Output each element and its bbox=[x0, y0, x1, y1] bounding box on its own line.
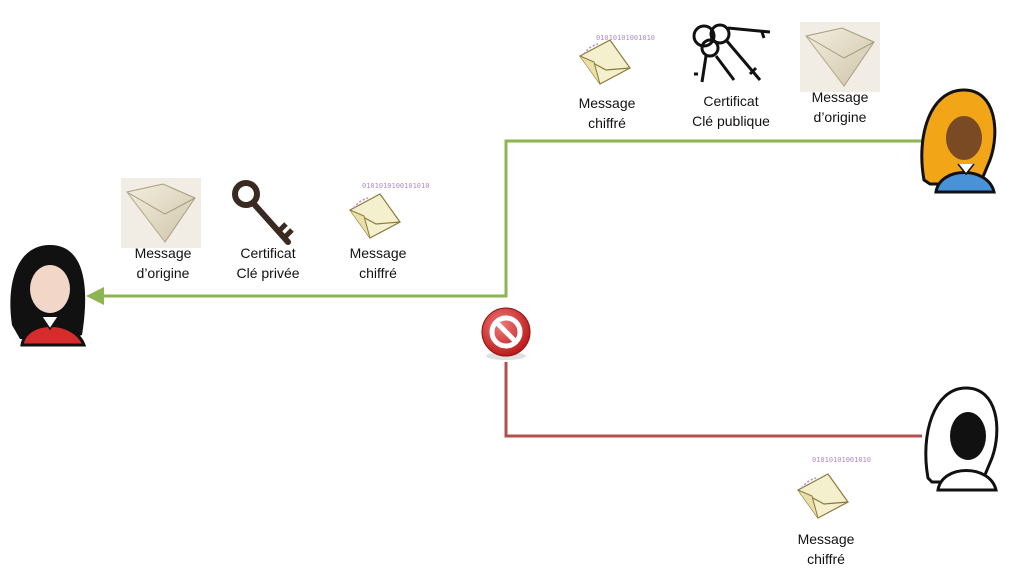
svg-text:0101010100101010: 0101010100101010 bbox=[362, 182, 429, 190]
label-line: Message bbox=[811, 89, 869, 105]
label-line: Message bbox=[578, 95, 636, 111]
recipient-encrypted-message-label: Message chiffré bbox=[350, 243, 407, 283]
recipient-encrypted-envelope-icon: 0101010100101010 bbox=[349, 182, 429, 239]
recipient-avatar-icon bbox=[10, 245, 87, 347]
recipient-open-envelope-icon bbox=[120, 177, 202, 249]
recipient-certificate-label: Certificat Clé privée bbox=[236, 243, 299, 283]
sender-encrypted-message-label: Message chiffré bbox=[579, 93, 636, 133]
sender-open-envelope-icon bbox=[799, 21, 881, 93]
single-key-icon bbox=[232, 180, 294, 245]
label-line: Clé privée bbox=[236, 265, 300, 281]
label-line: Certificat bbox=[703, 93, 759, 109]
svg-text:01010101001010: 01010101001010 bbox=[596, 34, 655, 42]
svg-text:01010101001010: 01010101001010 bbox=[812, 456, 871, 464]
label-line: chiffré bbox=[359, 265, 397, 281]
sender-encrypted-envelope-icon: 01010101001010 bbox=[579, 34, 655, 85]
label-line: Message bbox=[797, 531, 855, 547]
label-line: Message bbox=[349, 245, 407, 261]
label-line: d’origine bbox=[136, 265, 190, 281]
label-line: Message bbox=[134, 245, 192, 261]
label-line: Certificat bbox=[240, 245, 296, 261]
sender-original-message-label: Message d’origine bbox=[812, 87, 869, 127]
intruder-encrypted-message-label: Message chiffré bbox=[798, 529, 855, 569]
rejected-path bbox=[504, 362, 922, 438]
label-line: d’origine bbox=[813, 109, 867, 125]
accepted-path bbox=[86, 139, 922, 305]
intruder-avatar-outline-icon bbox=[924, 386, 999, 492]
label-line: chiffré bbox=[807, 551, 845, 567]
label-line: chiffré bbox=[588, 115, 626, 131]
intruder-encrypted-envelope-icon: 01010101001010 bbox=[797, 456, 871, 519]
key-ring-icon bbox=[692, 23, 771, 83]
sender-avatar-icon bbox=[920, 88, 997, 194]
label-line: Clé publique bbox=[692, 113, 770, 129]
recipient-original-message-label: Message d’origine bbox=[135, 243, 192, 283]
no-entry-icon bbox=[481, 307, 531, 360]
sender-certificate-label: Certificat Clé publique bbox=[692, 91, 770, 131]
